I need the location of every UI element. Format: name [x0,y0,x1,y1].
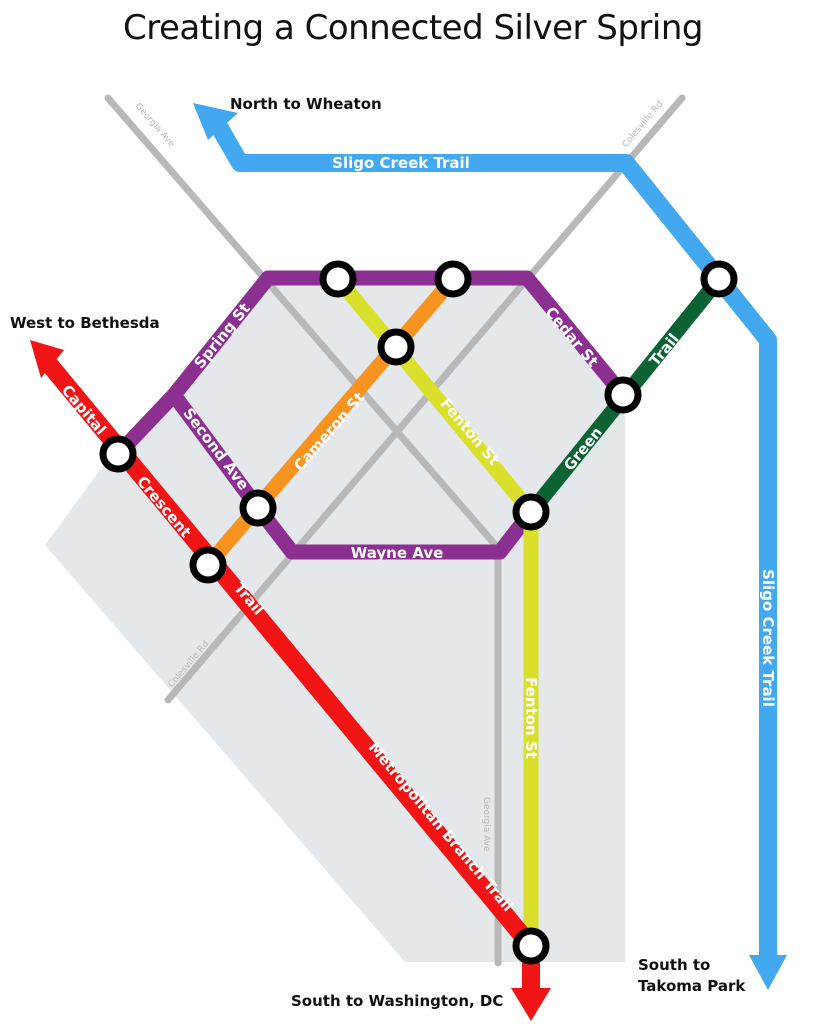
station-fenton-wayne[interactable] [512,493,550,531]
arrow-south-icon [749,955,787,990]
south-to-takoma-label-1: South to [638,956,710,974]
station-cameron-fenton[interactable] [377,328,415,366]
south-to-takoma-label-2: Takoma Park [638,977,746,995]
south-to-washington-label: South to Washington, DC [291,992,503,1010]
station-cedar-green[interactable] [604,376,642,414]
capital-label: Capital [58,381,110,438]
georgia-ave-label-top: Georgia Ave [133,101,177,149]
station-cameron-red[interactable] [189,546,227,584]
arrow-south-dc-icon [511,988,551,1021]
station-second-cameron[interactable] [239,489,277,527]
second-wayne-trail-line [167,390,537,560]
spring-cedar-trail-line [112,270,629,460]
wayne-ave-label: Wayne Ave [351,544,444,562]
station-fenton-north[interactable] [319,260,357,298]
map-title: Creating a Connected Silver Spring [123,8,704,48]
north-to-wheaton-label: North to Wheaton [230,95,382,113]
sligo-creek-trail-line [210,120,777,964]
georgia-ave-road [104,94,502,552]
georgia-ave-label-bottom: Georgia Ave [481,797,491,852]
station-sligo-green[interactable] [700,260,738,298]
sligo-creek-trail-label-right: Sligo Creek Trail [759,569,777,707]
arrow-west-icon [30,340,64,378]
west-to-bethesda-label: West to Bethesda [10,314,160,332]
station-cameron-north[interactable] [434,260,472,298]
sligo-creek-trail-label-top: Sligo Creek Trail [332,154,470,172]
arrow-north-icon [193,103,238,140]
fenton-st-label-vert: Fenton St [522,677,540,759]
station-fenton-south[interactable] [512,927,550,965]
station-capital-spring[interactable] [99,435,137,473]
